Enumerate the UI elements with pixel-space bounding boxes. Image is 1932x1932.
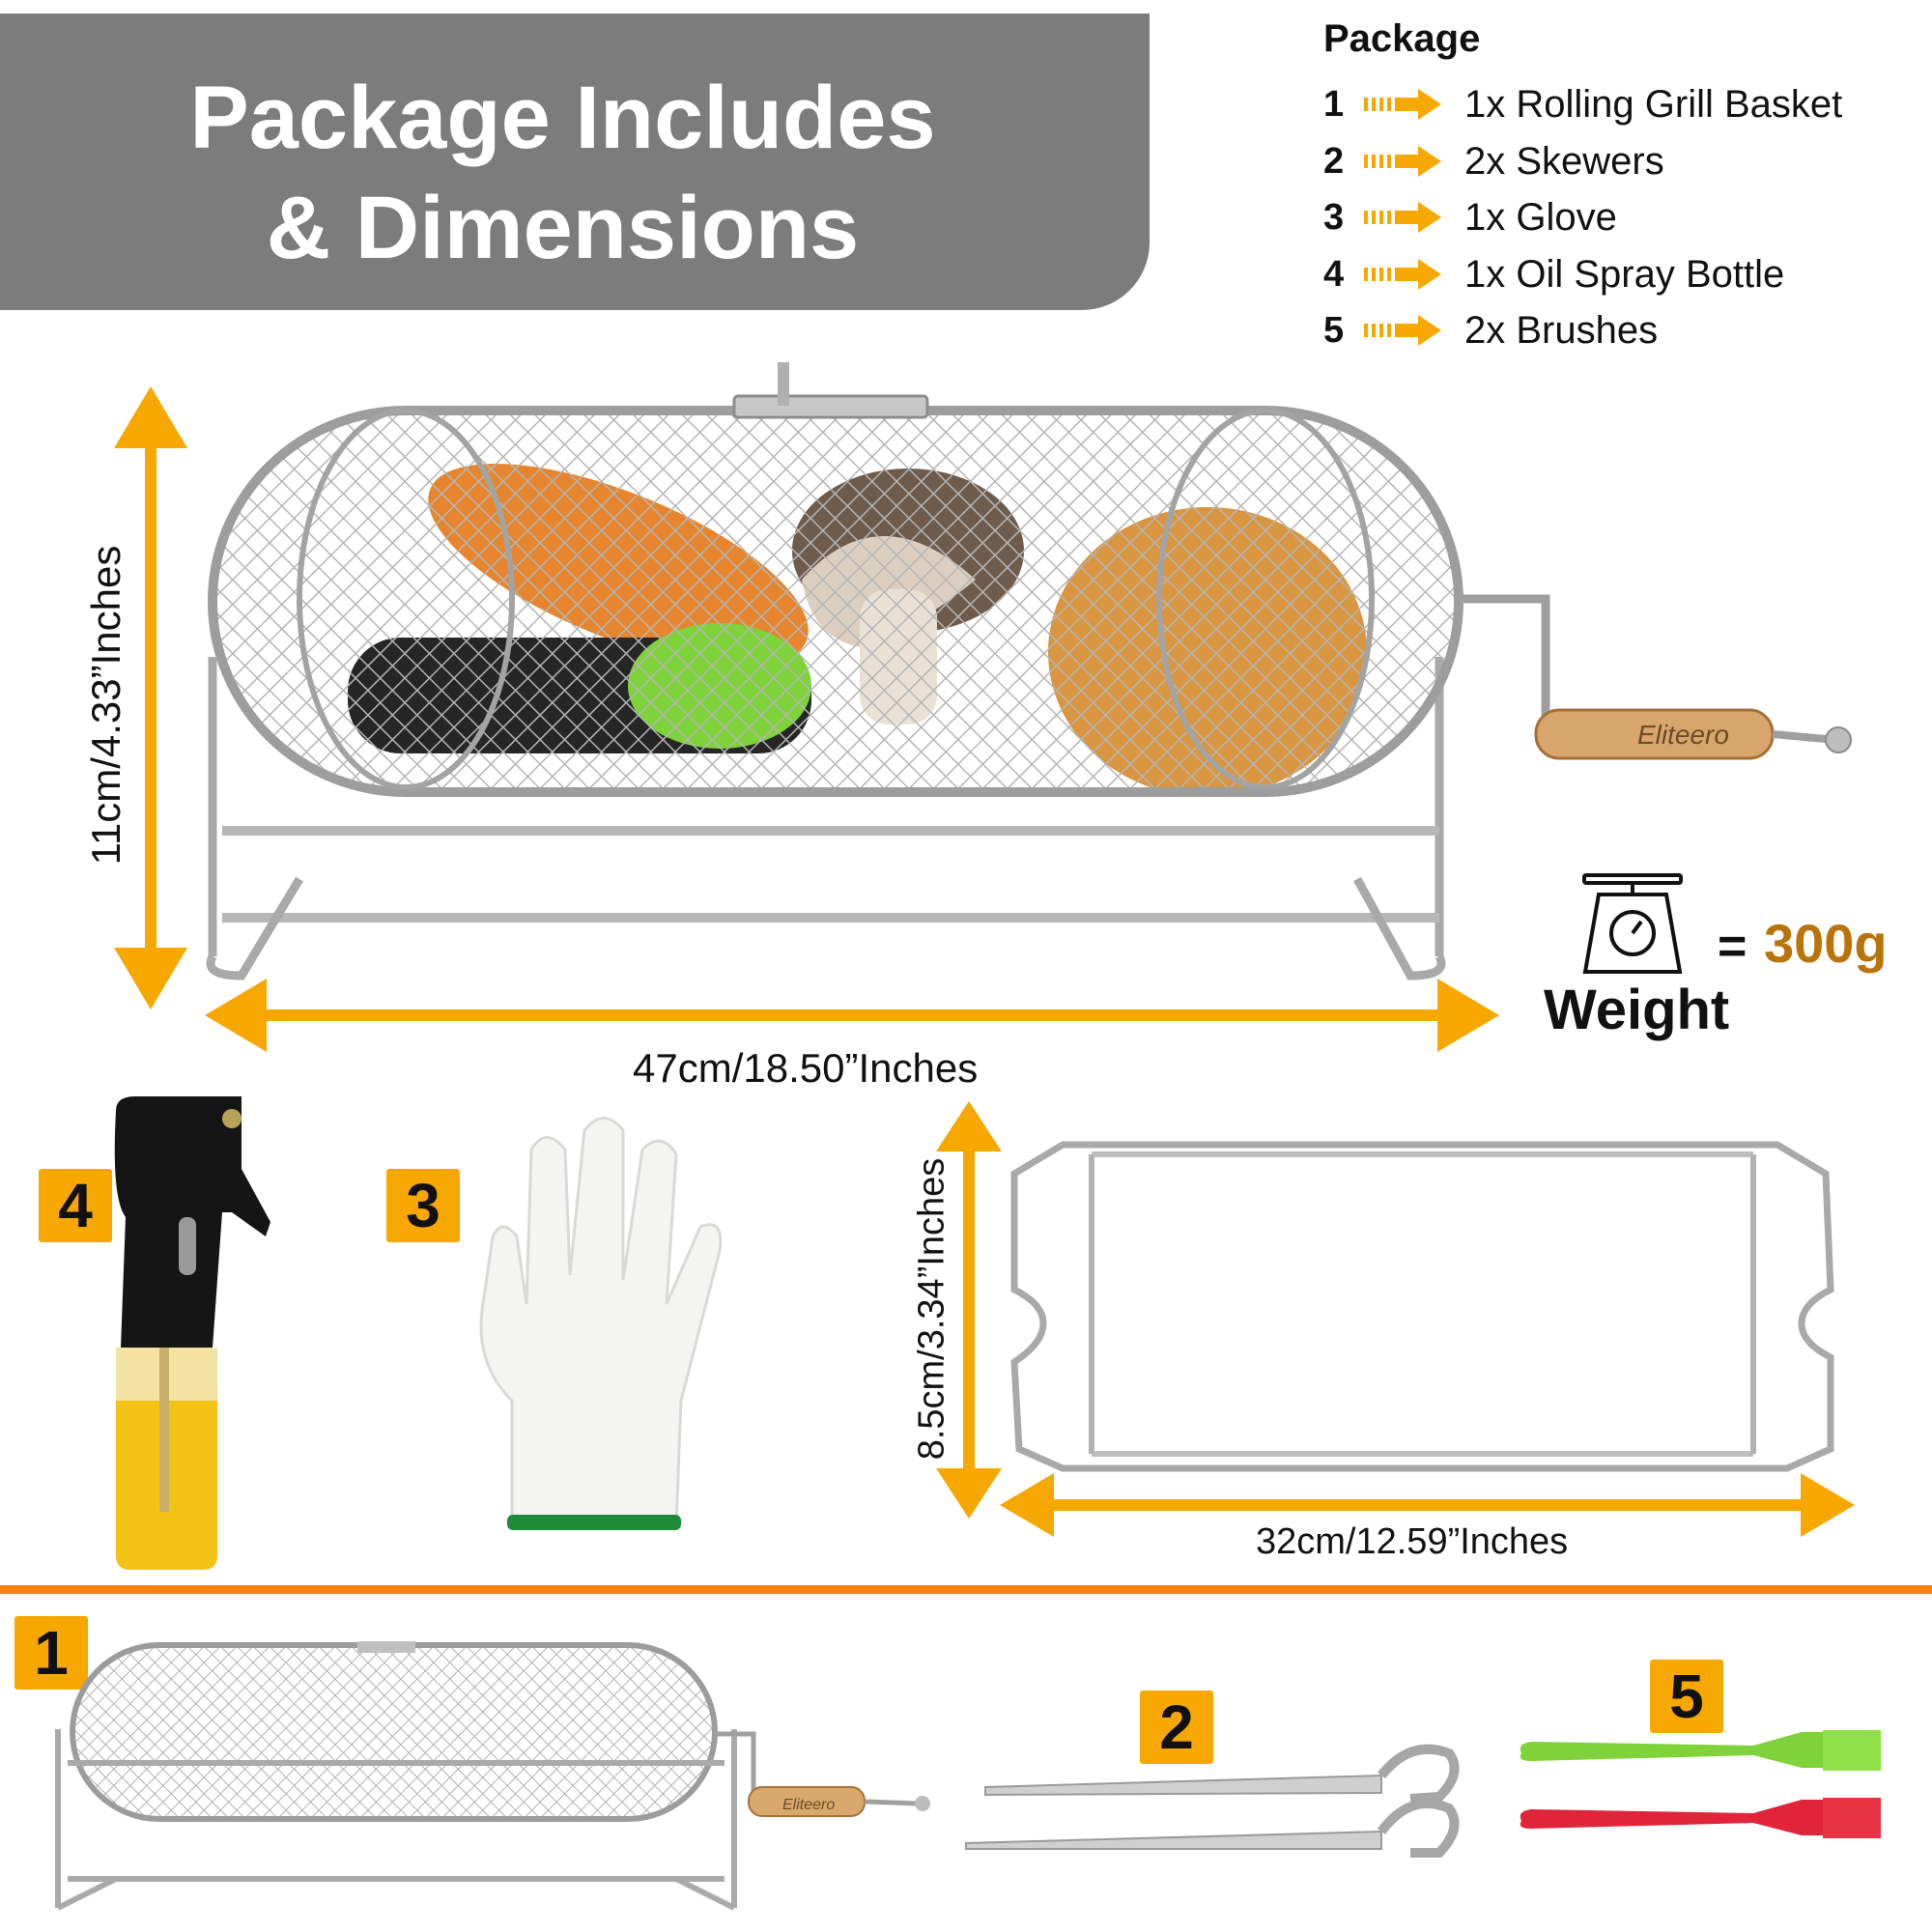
package-item-label: 2x Brushes [1464, 308, 1659, 352]
oil-spray-bottle-image [114, 1096, 270, 1570]
stand-length-arrow [1000, 1473, 1855, 1537]
striped-arrow-icon [1364, 315, 1441, 346]
weight-value: 300g [1764, 913, 1888, 974]
package-item-label: 1x Glove [1464, 195, 1617, 239]
brand-logo-small: Eliteero [782, 1797, 835, 1813]
badge-4: 4 [39, 1169, 112, 1242]
title-panel: Package Includes & Dimensions [0, 14, 1150, 310]
package-item: 4 1x Oil Spray Bottle [1323, 247, 1784, 301]
package-heading: Package [1323, 17, 1481, 60]
title-line-1: Package Includes [189, 69, 936, 167]
stand-height-label: 8.5cm/3.34”Inches [911, 1157, 952, 1461]
rolling-grill-basket-image: Eliteero [206, 362, 1852, 980]
stand-height-label-wrap: 8.5cm/3.34”Inches [889, 1158, 976, 1461]
package-item-number: 2 [1323, 140, 1345, 182]
package-item-number: 5 [1323, 309, 1345, 351]
package-item-label: 1x Rolling Grill Basket [1464, 82, 1843, 126]
badge-2: 2 [1140, 1690, 1213, 1764]
badge-5: 5 [1650, 1660, 1723, 1733]
brand-logo: Eliteero [1637, 720, 1729, 750]
package-item-label: 1x Oil Spray Bottle [1464, 252, 1785, 296]
height-dimension-arrow [114, 386, 187, 1009]
striped-arrow-icon [1364, 146, 1441, 177]
package-item: 5 2x Brushes [1323, 303, 1658, 357]
section-divider [0, 1585, 1932, 1594]
badge-1: 1 [14, 1616, 88, 1690]
length-dimension-arrow [205, 979, 1499, 1052]
stand-height-arrow [936, 1101, 1002, 1519]
package-item-number: 3 [1323, 196, 1345, 238]
title-line-2: & Dimensions [266, 179, 860, 277]
brushes-image [1520, 1730, 1881, 1838]
package-item: 2 2x Skewers [1323, 134, 1664, 188]
badge-3: 3 [386, 1169, 460, 1242]
skewers-image [965, 1744, 1460, 1858]
stand-frame-image [1010, 1141, 1834, 1472]
package-item-number: 4 [1323, 253, 1345, 295]
glove-image [479, 1117, 723, 1530]
package-item: 1 1x Rolling Grill Basket [1323, 77, 1842, 131]
stand-length-label: 32cm/12.59”Inches [1256, 1521, 1569, 1562]
height-label-wrap: 11cm/4.33”Inches [48, 512, 164, 898]
kitchen-scale-icon [1582, 873, 1683, 974]
length-label: 47cm/18.50”Inches [633, 1045, 979, 1091]
striped-arrow-icon [1364, 259, 1441, 290]
striped-arrow-icon [1364, 89, 1441, 120]
package-item: 3 1x Glove [1323, 190, 1617, 244]
height-label: 11cm/4.33”Inches [83, 545, 128, 866]
small-grill-basket-image: Eliteero [55, 1641, 930, 1911]
weight-label: Weight [1544, 979, 1730, 1041]
striped-arrow-icon [1364, 202, 1441, 233]
weight-equals: = [1718, 919, 1747, 975]
package-item-number: 1 [1323, 83, 1345, 125]
package-item-label: 2x Skewers [1464, 139, 1664, 183]
